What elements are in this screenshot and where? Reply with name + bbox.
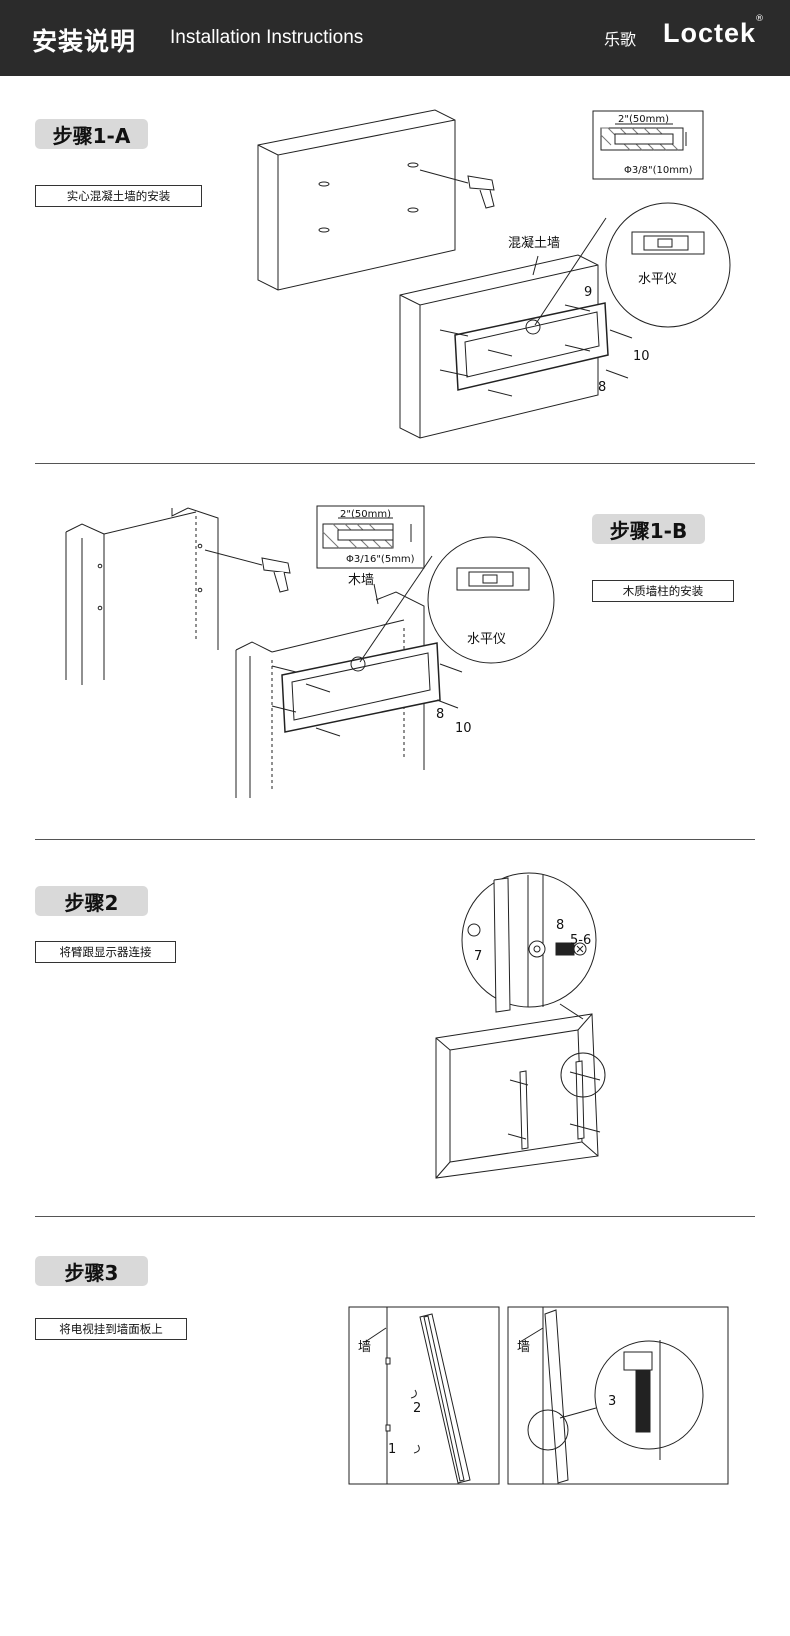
divider-2	[35, 839, 755, 840]
step-2-illustration: 8 5-6 7	[435, 872, 606, 1179]
step-3-illustration: 墙 2 1 墙 3	[348, 1306, 729, 1485]
callout-10b: 10	[455, 721, 472, 736]
callout-8b: 8	[436, 707, 444, 722]
drill-icon-2	[204, 549, 291, 593]
drill-icon	[419, 169, 495, 209]
concrete-wall-with-plate	[399, 254, 633, 439]
step-1a-illustration: 2"(50mm) Φ3/8"(10mm) 混凝土墙 水平仪 9 10 8	[257, 109, 731, 439]
step-1a-detail-diameter: Φ3/8"(10mm)	[624, 165, 693, 176]
step-1b-wall-label: 木墙	[348, 573, 374, 588]
divider-1	[35, 463, 755, 464]
step-1a-wall-label: 混凝土墙	[508, 235, 560, 251]
hang-panel-b	[507, 1306, 729, 1485]
divider-3	[35, 1216, 755, 1217]
header-bar: 安装说明 Installation Instructions 乐歌 Loctek…	[0, 0, 790, 76]
brand-name-en: Loctek	[662, 18, 756, 48]
hang-panel-a	[348, 1306, 500, 1485]
header-title-en: Installation Instructions	[170, 27, 364, 48]
step-1a-detail-dimension: 2"(50mm)	[618, 114, 669, 125]
brand-name-cn: 乐歌	[603, 30, 636, 49]
wood-studs-drilling	[65, 507, 219, 685]
step-1b-subtitle: 木质墙柱的安装	[592, 580, 734, 602]
step-1b-title: 步骤1-B	[592, 514, 705, 544]
callout-8: 8	[598, 380, 606, 395]
step-3-wall-a-label: 墙	[358, 1340, 371, 1355]
step-1b-detail-dimension: 2"(50mm)	[340, 509, 391, 520]
drill-depth-detail	[592, 110, 704, 180]
step-2-subtitle: 将臂跟显示器连接	[35, 941, 176, 963]
step-1a-subtitle: 实心混凝土墙的安装	[35, 185, 202, 207]
step-2-title: 步骤2	[35, 886, 148, 916]
callout-10: 10	[633, 349, 650, 364]
step-3-title: 步骤3	[35, 1256, 148, 1286]
tv-back-frame	[435, 1013, 606, 1179]
header-title-cn: 安装说明	[32, 27, 137, 56]
callout-3: 3	[608, 1394, 616, 1409]
magnifier-level-2	[350, 536, 555, 672]
callout-9: 9	[584, 285, 592, 300]
callout-2: 2	[413, 1401, 421, 1416]
step-1b-detail-diameter: Φ3/16"(5mm)	[346, 554, 415, 565]
step-3-subtitle: 将电视挂到墙面板上	[35, 1318, 187, 1340]
wood-depth-detail	[316, 505, 425, 569]
step-3-wall-b-label: 墙	[517, 1340, 530, 1355]
callout-1: 1	[388, 1442, 396, 1457]
magnifier-arm-attach	[461, 872, 597, 1020]
concrete-wall-drilling	[257, 109, 456, 291]
callout-8c: 8	[556, 918, 564, 933]
magnifier-level	[525, 202, 731, 335]
step-1a-title: 步骤1-A	[35, 119, 148, 149]
callout-5-6: 5-6	[570, 933, 591, 948]
step-1b-level-label: 水平仪	[467, 632, 506, 647]
registered-mark: ®	[755, 14, 764, 24]
callout-7: 7	[474, 949, 482, 964]
step-1a-level-label: 水平仪	[638, 272, 677, 287]
wood-wall-with-plate	[235, 591, 463, 798]
step-1b-illustration: 2"(50mm) Φ3/16"(5mm) 木墙 水平仪 8 10	[65, 505, 555, 798]
